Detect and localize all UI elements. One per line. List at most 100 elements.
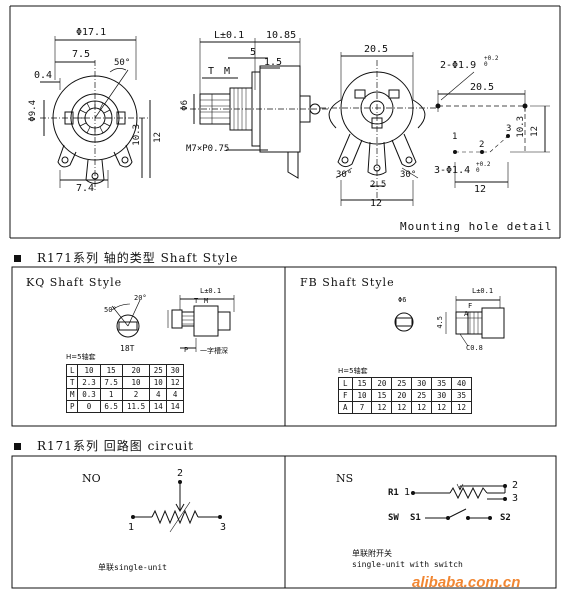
fb-table-cell: 20 <box>391 389 413 402</box>
kq-table-cell: 0.3 <box>77 388 101 401</box>
fb-table-cell: 7 <box>351 401 373 414</box>
holes-3-diameter: 3-Φ1.4 <box>434 165 471 176</box>
kq-table-cell: 1 <box>99 388 123 401</box>
fb-table-cell: 30 <box>411 377 433 390</box>
dim-1-5: 1.5 <box>264 57 283 68</box>
fb-table-cell: 12 <box>451 401 472 414</box>
circuit-heading: R171系列 回路图 circuit <box>14 437 194 454</box>
dim-12-front: 12 <box>153 132 163 143</box>
dim-t: T <box>208 66 215 77</box>
pin-1-label: 1 <box>452 132 458 142</box>
circuit-ns-pin-1: 1 <box>404 487 411 498</box>
kq-table-cell: 10 <box>149 376 168 389</box>
dim-12-mount-h: 12 <box>474 184 487 195</box>
dim-5: 5 <box>250 47 257 58</box>
fb-table-cell: 12 <box>411 401 433 414</box>
pin-2-label: 2 <box>479 140 485 150</box>
dim-diameter-17-1: Φ17.1 <box>76 27 107 38</box>
dim-angle-30-left: 30° <box>336 170 353 180</box>
fb-title: FB Shaft Style <box>300 276 395 289</box>
kq-table-cell: L <box>65 364 79 377</box>
fb-table-cell: F <box>338 389 353 402</box>
circuit-ns-sw: SW <box>388 513 399 523</box>
mounting-hole-label: Mounting hole detail <box>400 220 553 233</box>
circuit-ns-pin-3: 3 <box>512 493 519 504</box>
circuit-ns-title: NS <box>336 472 354 485</box>
fb-table-cell: 12 <box>391 401 413 414</box>
kq-table-cell: 6.5 <box>99 400 123 413</box>
kq-table-cell: M <box>65 388 79 401</box>
kq-h-note: H=5轴套 <box>66 353 96 361</box>
shaft-style-heading-text: R171系列 轴的类型 Shaft Style <box>37 251 239 265</box>
circuit-ns-s1: S1 <box>410 513 421 523</box>
fb-table-cell: 12 <box>431 401 453 414</box>
kq-angle-50: 50° <box>104 306 117 314</box>
fb-4-5: 4.5 <box>436 316 444 329</box>
circuit-no-caption: 单联single-unit <box>98 563 167 572</box>
dim-10-3-mount: 10.3 <box>516 116 526 138</box>
kq-table-cell: 14 <box>149 400 168 413</box>
dim-diameter-9-4: Φ9.4 <box>28 100 38 122</box>
circuit-no-pin-2: 2 <box>177 468 184 479</box>
kq-table-cell: 25 <box>149 364 168 377</box>
kq-table-cell: 10 <box>121 376 151 389</box>
fb-table-cell: 30 <box>431 389 453 402</box>
kq-table-cell: 15 <box>99 364 123 377</box>
kq-table-cell: 10 <box>77 364 101 377</box>
dim-10-3-front: 10.3 <box>132 124 142 146</box>
dim-angle-50: 50° <box>114 58 131 68</box>
fb-table-cell: A <box>338 401 353 414</box>
fb-f: F <box>468 302 473 310</box>
kq-table-cell: 4 <box>149 388 168 401</box>
holes-2-diameter: 2-Φ1.9 <box>440 60 477 71</box>
kq-teeth: 18T <box>120 344 135 353</box>
dim-10-85: 10.85 <box>266 30 297 41</box>
dim-l-tolerance: L±0.1 <box>214 30 245 41</box>
dim-20-5-rear: 20.5 <box>364 44 389 55</box>
fb-table-cell: L <box>338 377 353 390</box>
fb-table-cell: 25 <box>411 389 433 402</box>
thread-spec: M7×P0.75 <box>186 144 230 154</box>
kq-angle-20: 20° <box>134 294 147 302</box>
dim-12-mount-v: 12 <box>530 126 540 137</box>
fb-table-cell: 15 <box>371 389 393 402</box>
circuit-ns-caption-en: single-unit with switch <box>352 560 463 569</box>
kq-title: KQ Shaft Style <box>26 276 123 289</box>
fb-h-note: H=5轴套 <box>338 367 368 375</box>
pin-3-label: 3 <box>506 124 512 134</box>
kq-table-cell: 2 <box>121 388 151 401</box>
dim-7-5: 7.5 <box>72 49 91 60</box>
dim-angle-30-right: 30° <box>400 170 417 180</box>
fb-l-tolerance: L±0.1 <box>472 287 494 295</box>
bullet-square-icon <box>14 255 21 262</box>
shaft-style-heading: R171系列 轴的类型 Shaft Style <box>14 249 239 266</box>
circuit-ns-r1: R1 <box>388 488 399 498</box>
bullet-square-icon <box>14 443 21 450</box>
fb-table-cell: 35 <box>451 389 472 402</box>
fb-table-cell: 15 <box>351 377 373 390</box>
kq-m: M <box>204 297 209 305</box>
watermark-logo: alibaba.com.cn <box>412 574 521 591</box>
kq-l-tolerance: L±0.1 <box>200 287 222 295</box>
circuit-no-pin-3: 3 <box>220 522 227 533</box>
fb-a: A <box>464 310 469 318</box>
circuit-ns-s2: S2 <box>500 513 511 523</box>
kq-table-cell: 11.5 <box>121 400 151 413</box>
fb-table-cell: 35 <box>431 377 453 390</box>
dim-20-5-mount: 20.5 <box>470 82 495 93</box>
dim-12-rear: 12 <box>370 198 383 209</box>
circuit-ns-pin-2: 2 <box>512 480 519 491</box>
dim-2-5: 2.5 <box>370 180 387 190</box>
kq-table-cell: 12 <box>166 376 184 389</box>
circuit-ns-caption-cn: 单联附开关 <box>352 549 392 558</box>
kq-slot-depth: 一字槽深 <box>200 347 228 355</box>
kq-table-cell: 14 <box>166 400 184 413</box>
holes-3-tolerance: +0.2 0 <box>476 161 491 174</box>
kq-table-cell: 30 <box>166 364 184 377</box>
kq-table-cell: 0 <box>77 400 101 413</box>
